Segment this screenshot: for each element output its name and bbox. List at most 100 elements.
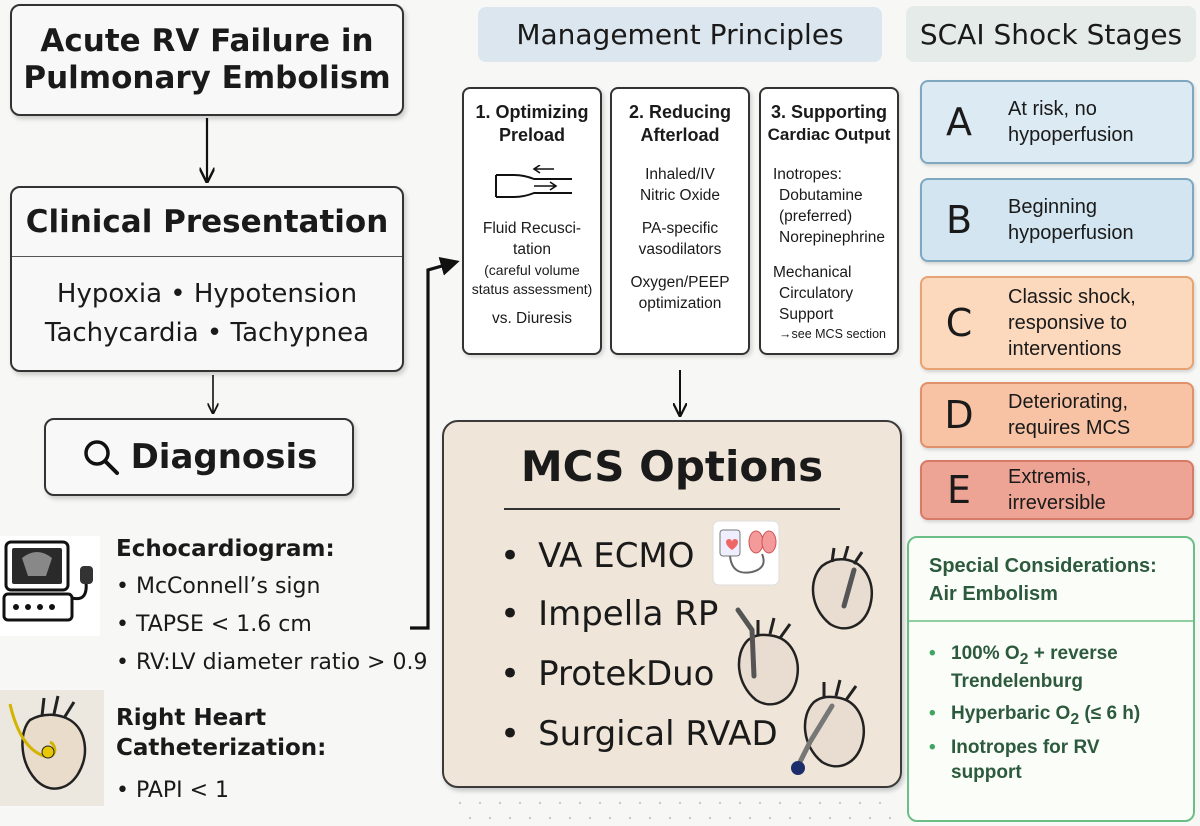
heart-device-icon-1 (811, 546, 873, 630)
title-line-2: Pulmonary Embolism (23, 60, 391, 96)
mcs-options-panel: MCS Options VA ECMO Impella RP ProtekDuo… (442, 420, 902, 788)
scai-stage-e: E Extremis, irreversible (920, 460, 1194, 520)
rhc-title: Right Heart Catheterization: (116, 704, 326, 764)
afterload-text: Inhaled/IV Nitric Oxide PA-specific vaso… (612, 165, 748, 315)
special-considerations-box: Special Considerations: Air Embolism 100… (907, 536, 1195, 822)
stage-desc-line1: Deteriorating, (1008, 391, 1129, 413)
afterload-line-2: Nitric Oxide (639, 186, 721, 204)
preload-title-1: 1. Optimizing (475, 102, 589, 122)
mcs-item-va-ecmo: VA ECMO (500, 536, 694, 576)
mcs-item-impella-rp: Impella RP (500, 594, 718, 634)
special-item-1-text-a: 100% O (951, 643, 1020, 664)
stage-description: Extremis, irreversible (1008, 462, 1186, 518)
preload-line-5: vs. Diuresis (491, 309, 573, 327)
cardiac-output-title: 3. Supporting Cardiac Output (761, 101, 897, 146)
heart-device-icon-2 (735, 607, 799, 706)
output-line-5: Mechanical (773, 264, 852, 281)
rhc-title-line-1: Right Heart (116, 705, 267, 731)
afterload-line-6: optimization (638, 294, 722, 312)
echo-title: Echocardiogram: (116, 536, 335, 562)
preload-text: Fluid Recusci- tation (careful volume st… (464, 219, 600, 330)
stage-letter: E (946, 468, 971, 512)
special-item-2-text-b: (≤ 6 h) (1079, 703, 1141, 724)
preload-line-4: status assessment) (471, 280, 593, 297)
stage-description: Deteriorating, requires MCS (1008, 384, 1186, 446)
management-header: Management Principles (478, 7, 882, 62)
mcs-support-text: Mechanical Circulatory Support →see MCS … (773, 263, 886, 343)
stage-desc-line2: hypoperfusion (1008, 124, 1134, 146)
special-item-3-line-1: Inotropes for RV (951, 737, 1100, 758)
output-line-1: Inotropes: (773, 166, 842, 183)
special-item-1-text-b: + reverse (1028, 643, 1118, 664)
scai-stage-b: B Beginning hypoperfusion (920, 178, 1194, 262)
stage-letter: D (944, 393, 974, 437)
special-title-1: Special Considerations: (929, 555, 1157, 577)
stage-desc-line2: hypoperfusion (1008, 222, 1134, 244)
stage-letter: C (945, 301, 973, 345)
echo-bullet-1: • McConnell’s sign (116, 574, 321, 599)
afterload-title-1: 2. Reducing (628, 102, 731, 122)
clinical-line-2: Tachycardia • Tachypnea (44, 318, 370, 348)
output-line-4: Norepinephrine (779, 228, 885, 246)
inotropes-text: Inotropes: Dobutamine (preferred) Norepi… (773, 165, 885, 249)
output-line-8: →see MCS section (779, 326, 886, 341)
stage-description: Beginning hypoperfusion (1008, 180, 1186, 260)
echocardiogram-section: Echocardiogram: • McConnell’s sign • TAP… (0, 522, 432, 675)
output-line-6: Circulatory (779, 284, 854, 302)
special-title: Special Considerations: Air Embolism (909, 552, 1193, 622)
special-item-3: Inotropes for RV support (929, 736, 1183, 785)
special-item-3-line-2: support (951, 761, 1022, 783)
special-title-2: Air Embolism (929, 583, 1058, 605)
stage-desc-line1: Extremis, (1008, 466, 1092, 488)
mcs-item-protekduo: ProtekDuo (500, 654, 714, 694)
preload-line-2: tation (513, 240, 551, 258)
special-item-1-sub: 2 (1019, 650, 1029, 668)
rhc-section: Right Heart Catheterization: • PAPI < 1 (0, 688, 432, 818)
heart-catheter-icon (0, 690, 104, 806)
special-item-1: 100% O2 + reverse Trendelenburg (929, 642, 1183, 695)
special-item-1-line-2: Trendelenburg (951, 671, 1083, 693)
afterload-line-3: PA-specific (641, 219, 719, 237)
title-box: Acute RV Failure in Pulmonary Embolism (10, 4, 404, 116)
stage-letter: A (946, 100, 972, 144)
preload-column: 1. Optimizing Preload Fluid Recusci- tat… (462, 87, 602, 355)
special-item-2-text-a: Hyperbaric O (951, 703, 1071, 724)
rhc-title-line-2: Catheterization: (116, 734, 327, 761)
arrow-diagnosis-to-management (410, 256, 460, 630)
title-line-1: Acute RV Failure in (40, 23, 374, 60)
afterload-title: 2. Reducing Afterload (612, 101, 748, 148)
afterload-line-5: Oxygen/PEEP (630, 273, 730, 291)
clinical-presentation-box: Clinical Presentation Hypoxia • Hypotens… (10, 186, 404, 372)
stage-desc-line1: Beginning (1008, 196, 1097, 218)
vessel-flow-icon (495, 165, 572, 198)
heart-device-icon-3 (791, 679, 865, 775)
afterload-title-2: Afterload (640, 125, 720, 146)
stage-letter: B (945, 198, 973, 242)
echo-bullet-3: • RV:LV diameter ratio > 0.9 (116, 650, 428, 675)
scai-stage-d: D Deteriorating, requires MCS (920, 382, 1194, 448)
preload-title: 1. Optimizing Preload (464, 101, 600, 148)
special-item-2: Hyperbaric O2 (≤ 6 h) (929, 702, 1183, 730)
dot-pattern (458, 801, 892, 820)
special-item-2-sub: 2 (1070, 710, 1080, 728)
output-line-3: (preferred) (779, 207, 853, 225)
clinical-heading: Clinical Presentation (12, 188, 402, 257)
diagnosis-label: Diagnosis (130, 437, 318, 477)
scai-header: SCAI Shock Stages (906, 6, 1196, 62)
stage-desc-line2: irreversible (1008, 492, 1106, 514)
stage-desc-line3: interventions (1008, 338, 1122, 360)
preload-line-3: (careful volume (484, 261, 580, 278)
ecmo-device-icon (712, 520, 780, 586)
rhc-bullet-1: • PAPI < 1 (116, 778, 230, 803)
mcs-divider (504, 508, 840, 510)
ultrasound-machine-icon (0, 536, 100, 636)
stage-desc-line2: requires MCS (1008, 417, 1131, 439)
afterload-line-1: Inhaled/IV (645, 166, 715, 183)
stage-desc-line2: responsive to (1008, 312, 1127, 334)
magnifier-icon (83, 440, 119, 475)
afterload-column: 2. Reducing Afterload Inhaled/IV Nitric … (610, 87, 750, 355)
